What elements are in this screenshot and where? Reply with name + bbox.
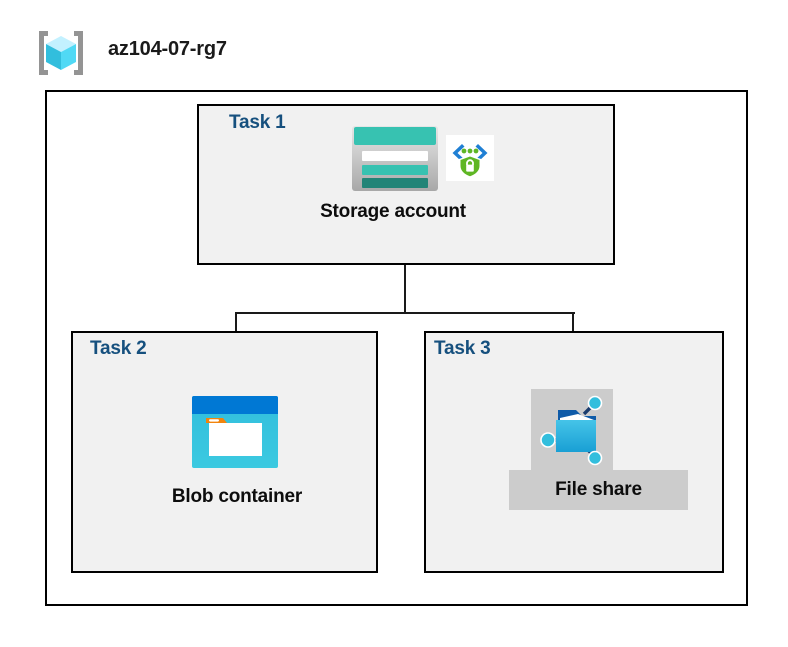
storage-account-label: Storage account bbox=[320, 201, 466, 222]
resource-group-icon bbox=[35, 29, 87, 77]
task-3-label: Task 3 bbox=[434, 338, 491, 359]
task-1-label: Task 1 bbox=[229, 112, 286, 133]
connector-trunk bbox=[404, 265, 406, 314]
secure-endpoint-shield-icon bbox=[446, 135, 494, 181]
task-2-label: Task 2 bbox=[90, 338, 147, 359]
blob-container-icon bbox=[192, 396, 278, 468]
blob-container-label: Blob container bbox=[171, 486, 303, 507]
file-share-icon bbox=[536, 392, 610, 468]
file-share-label-backdrop bbox=[509, 470, 688, 510]
resource-group-header: az104-07-rg7 bbox=[30, 26, 430, 82]
connector-bus bbox=[235, 312, 575, 314]
file-share-label: File share bbox=[555, 479, 642, 500]
resource-group-title: az104-07-rg7 bbox=[108, 38, 227, 60]
storage-account-icon bbox=[352, 126, 438, 191]
